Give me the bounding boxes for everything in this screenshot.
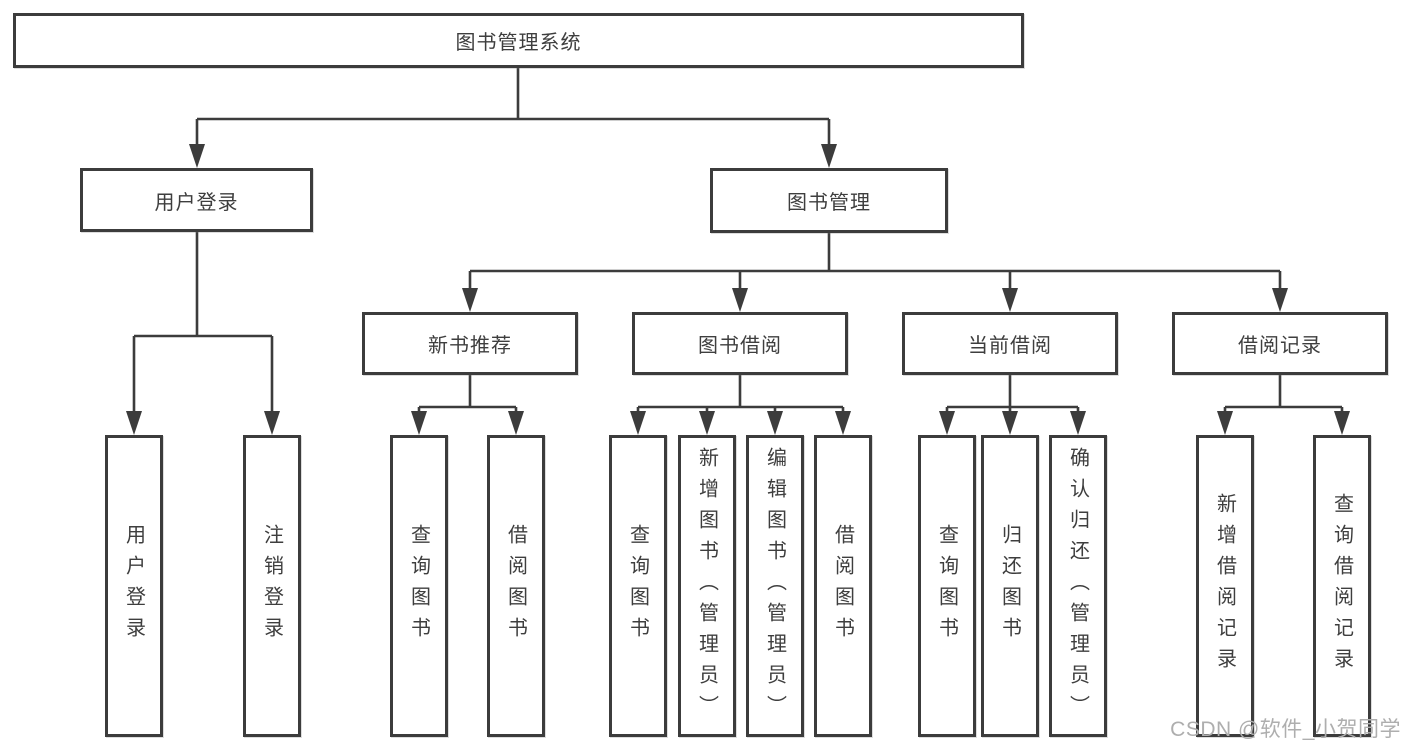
leaf-query-books-3: 查询图书: [918, 435, 976, 737]
node-borrowing-records: 借阅记录: [1172, 312, 1388, 375]
leaf-query-books-2-label: 查询图书: [626, 524, 649, 648]
node-current-borrowing: 当前借阅: [902, 312, 1118, 375]
leaf-query-books-1: 查询图书: [390, 435, 448, 737]
node-book-borrowing-label: 图书借阅: [698, 335, 782, 357]
leaf-query-borrow-record: 查询借阅记录: [1313, 435, 1371, 737]
leaf-return-books-label: 归还图书: [998, 524, 1021, 648]
node-root: 图书管理系统: [13, 13, 1024, 68]
leaf-borrow-books-2-label: 借阅图书: [831, 524, 854, 648]
leaf-query-books-2: 查询图书: [609, 435, 667, 737]
node-book-management: 图书管理: [710, 168, 948, 233]
leaf-add-borrow-record-label: 新增借阅记录: [1213, 493, 1236, 679]
leaf-confirm-return-admin: 确认归还（管理员）: [1049, 435, 1107, 737]
node-current-borrowing-label: 当前借阅: [968, 335, 1052, 357]
node-root-label: 图书管理系统: [455, 32, 582, 54]
leaf-borrow-books-1-label: 借阅图书: [504, 524, 527, 648]
node-new-book-recommend-label: 新书推荐: [428, 335, 512, 357]
leaf-query-books-3-label: 查询图书: [935, 524, 958, 648]
arrowheads: [126, 144, 1350, 435]
leaf-logout-label: 注销登录: [260, 524, 283, 648]
leaf-borrow-books-2: 借阅图书: [814, 435, 872, 737]
leaf-edit-books-admin-label: 编辑图书（管理员）: [763, 446, 786, 726]
node-book-management-label: 图书管理: [787, 192, 871, 214]
leaf-user-login-label: 用户登录: [122, 524, 145, 648]
leaf-borrow-books-1: 借阅图书: [487, 435, 545, 737]
node-book-borrowing: 图书借阅: [632, 312, 848, 375]
leaf-query-borrow-record-label: 查询借阅记录: [1330, 493, 1353, 679]
leaf-add-borrow-record: 新增借阅记录: [1196, 435, 1254, 737]
node-new-book-recommend: 新书推荐: [362, 312, 578, 375]
leaf-add-books-admin: 新增图书（管理员）: [678, 435, 736, 737]
node-borrowing-records-label: 借阅记录: [1238, 335, 1322, 357]
leaf-confirm-return-admin-label: 确认归还（管理员）: [1066, 446, 1089, 726]
leaf-user-login: 用户登录: [105, 435, 163, 737]
leaf-logout: 注销登录: [243, 435, 301, 737]
leaf-return-books: 归还图书: [981, 435, 1039, 737]
leaf-edit-books-admin: 编辑图书（管理员）: [746, 435, 804, 737]
leaf-add-books-admin-label: 新增图书（管理员）: [695, 446, 718, 726]
leaf-query-books-1-label: 查询图书: [407, 524, 430, 648]
node-user-login-label: 用户登录: [154, 191, 239, 214]
node-user-login: 用户登录: [80, 168, 313, 232]
